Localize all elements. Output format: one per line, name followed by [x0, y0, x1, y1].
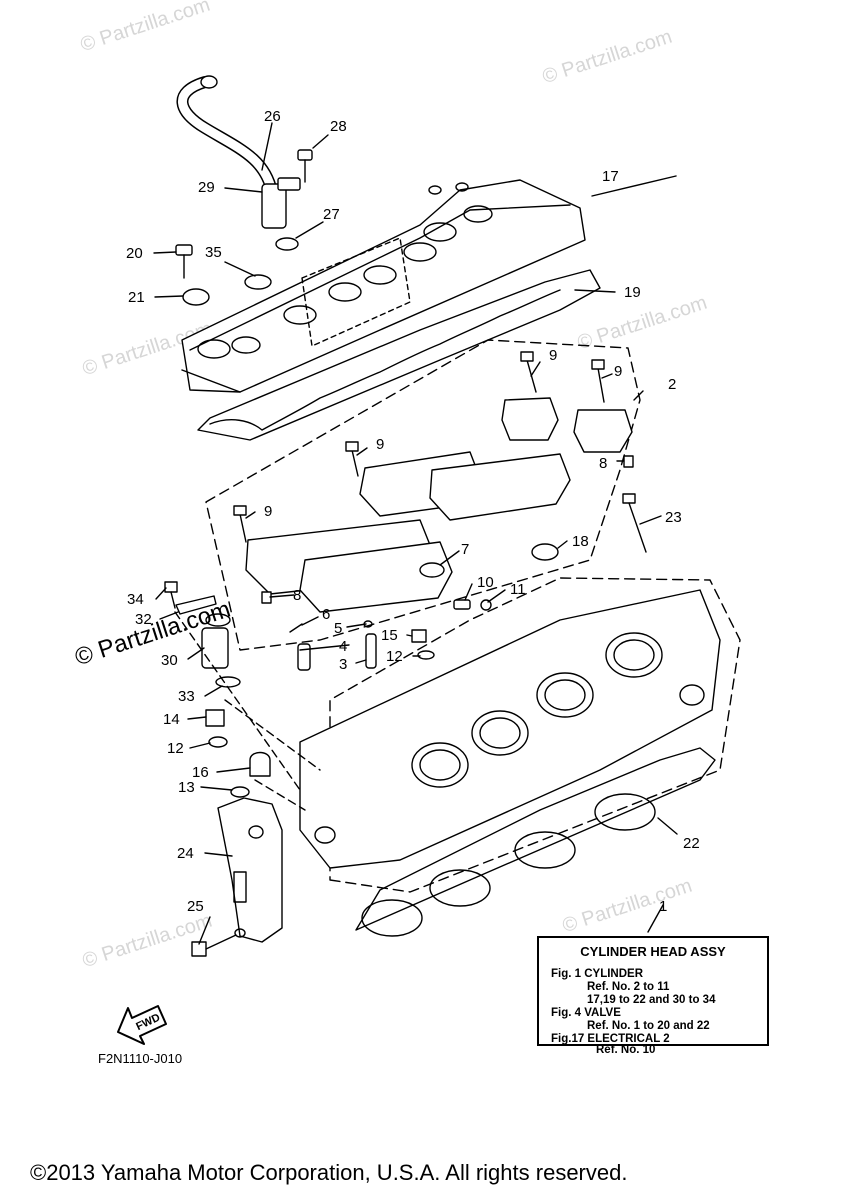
callout: 30 — [161, 652, 178, 669]
callout: 17 — [602, 168, 619, 185]
copyright-notice: ©2013 Yamaha Motor Corporation, U.S.A. A… — [30, 1160, 628, 1185]
grommet-21 — [182, 288, 210, 306]
cover-gasket — [197, 269, 601, 441]
callout: 16 — [192, 764, 209, 781]
reference-box-title: CYLINDER HEAD ASSY — [580, 944, 726, 959]
callout: 9 — [549, 347, 557, 364]
callout: 3 — [339, 656, 347, 673]
callout: 8 — [293, 587, 301, 604]
callout: 9 — [264, 503, 272, 520]
callout: 12 — [386, 648, 403, 665]
reference-line: Ref. No. 10 — [596, 1044, 656, 1056]
callout: 23 — [665, 509, 682, 526]
sensor-30 — [201, 627, 229, 669]
callout: 19 — [624, 284, 641, 301]
o-ring-27 — [275, 237, 299, 251]
reference-line: Ref. No. 1 to 20 and 22 — [587, 1020, 710, 1032]
reference-line: Fig. 1 CYLINDER — [551, 968, 644, 980]
cam-cap — [299, 541, 453, 613]
callout: 35 — [205, 244, 222, 261]
camshaft-cap-group — [205, 339, 641, 651]
part-3 — [365, 633, 377, 669]
washer-13 — [230, 786, 250, 798]
callout: 28 — [330, 118, 347, 135]
cam-cap — [573, 409, 633, 453]
cylinder-head-outline — [329, 577, 741, 893]
part-4 — [297, 643, 311, 671]
callout: 15 — [381, 627, 398, 644]
washer-12 — [208, 736, 228, 748]
bolt-28 — [297, 149, 313, 161]
callout-labels: 1 2 3 4 5 6 7 8 8 9 9 9 9 10 11 12 12 13… — [126, 108, 700, 1033]
callout: 4 — [339, 638, 347, 655]
callout: 22 — [683, 835, 700, 852]
bolt-20 — [175, 244, 193, 256]
head-cover — [181, 179, 586, 393]
callout: 11 — [510, 581, 526, 598]
callout: 9 — [614, 363, 622, 380]
o-ring-33 — [215, 676, 241, 688]
callout: 27 — [323, 206, 340, 223]
fwd-arrow-icon — [117, 1005, 167, 1045]
callout: 24 — [177, 845, 194, 862]
part-7 — [419, 562, 445, 578]
cap-nut-16 — [249, 751, 271, 777]
callout: 10 — [477, 574, 494, 591]
bolt-23 — [622, 493, 636, 504]
callout: 1 — [659, 898, 667, 915]
callout: 18 — [572, 533, 589, 550]
callout: 33 — [178, 688, 195, 705]
callout: 25 — [187, 898, 204, 915]
callout: 7 — [461, 541, 469, 558]
callout: 26 — [264, 108, 281, 125]
callout: 2 — [668, 376, 676, 393]
hose-fitting — [261, 183, 287, 229]
plate-24 — [217, 797, 283, 943]
part-18 — [531, 543, 559, 561]
callout: 13 — [178, 779, 195, 796]
head-gasket — [355, 747, 716, 931]
callout: 9 — [376, 436, 384, 453]
plate-32 — [175, 595, 217, 615]
grommet-35 — [244, 274, 272, 290]
part-15 — [411, 629, 427, 643]
reference-line: Fig.17 ELECTRICAL 2 — [551, 1033, 670, 1045]
callout: 12 — [167, 740, 184, 757]
callout: 14 — [163, 711, 180, 728]
reference-line: Ref. No. 2 to 11 — [587, 981, 670, 993]
callout: 21 — [128, 289, 145, 306]
reference-line: Fig. 4 VALVE — [551, 1007, 621, 1019]
callout: 5 — [334, 620, 342, 637]
cam-cap — [429, 453, 571, 521]
callout: 8 — [599, 455, 607, 472]
callout: 34 — [127, 591, 144, 608]
callout: 32 — [135, 611, 152, 628]
part-10 — [453, 599, 471, 610]
reference-line: 17,19 to 22 and 30 to 34 — [587, 994, 716, 1006]
callout: 20 — [126, 245, 143, 262]
callout: 29 — [198, 179, 215, 196]
bolt-34 — [164, 581, 178, 593]
cylinder-head — [299, 589, 721, 869]
diagram-code: F2N1110-J010 — [98, 1051, 183, 1066]
reference-box: CYLINDER HEAD ASSY Fig. 1 CYLINDER Ref. … — [537, 936, 769, 1046]
cam-cap — [501, 397, 559, 441]
nut-14 — [205, 709, 225, 727]
callout: 6 — [322, 606, 330, 623]
